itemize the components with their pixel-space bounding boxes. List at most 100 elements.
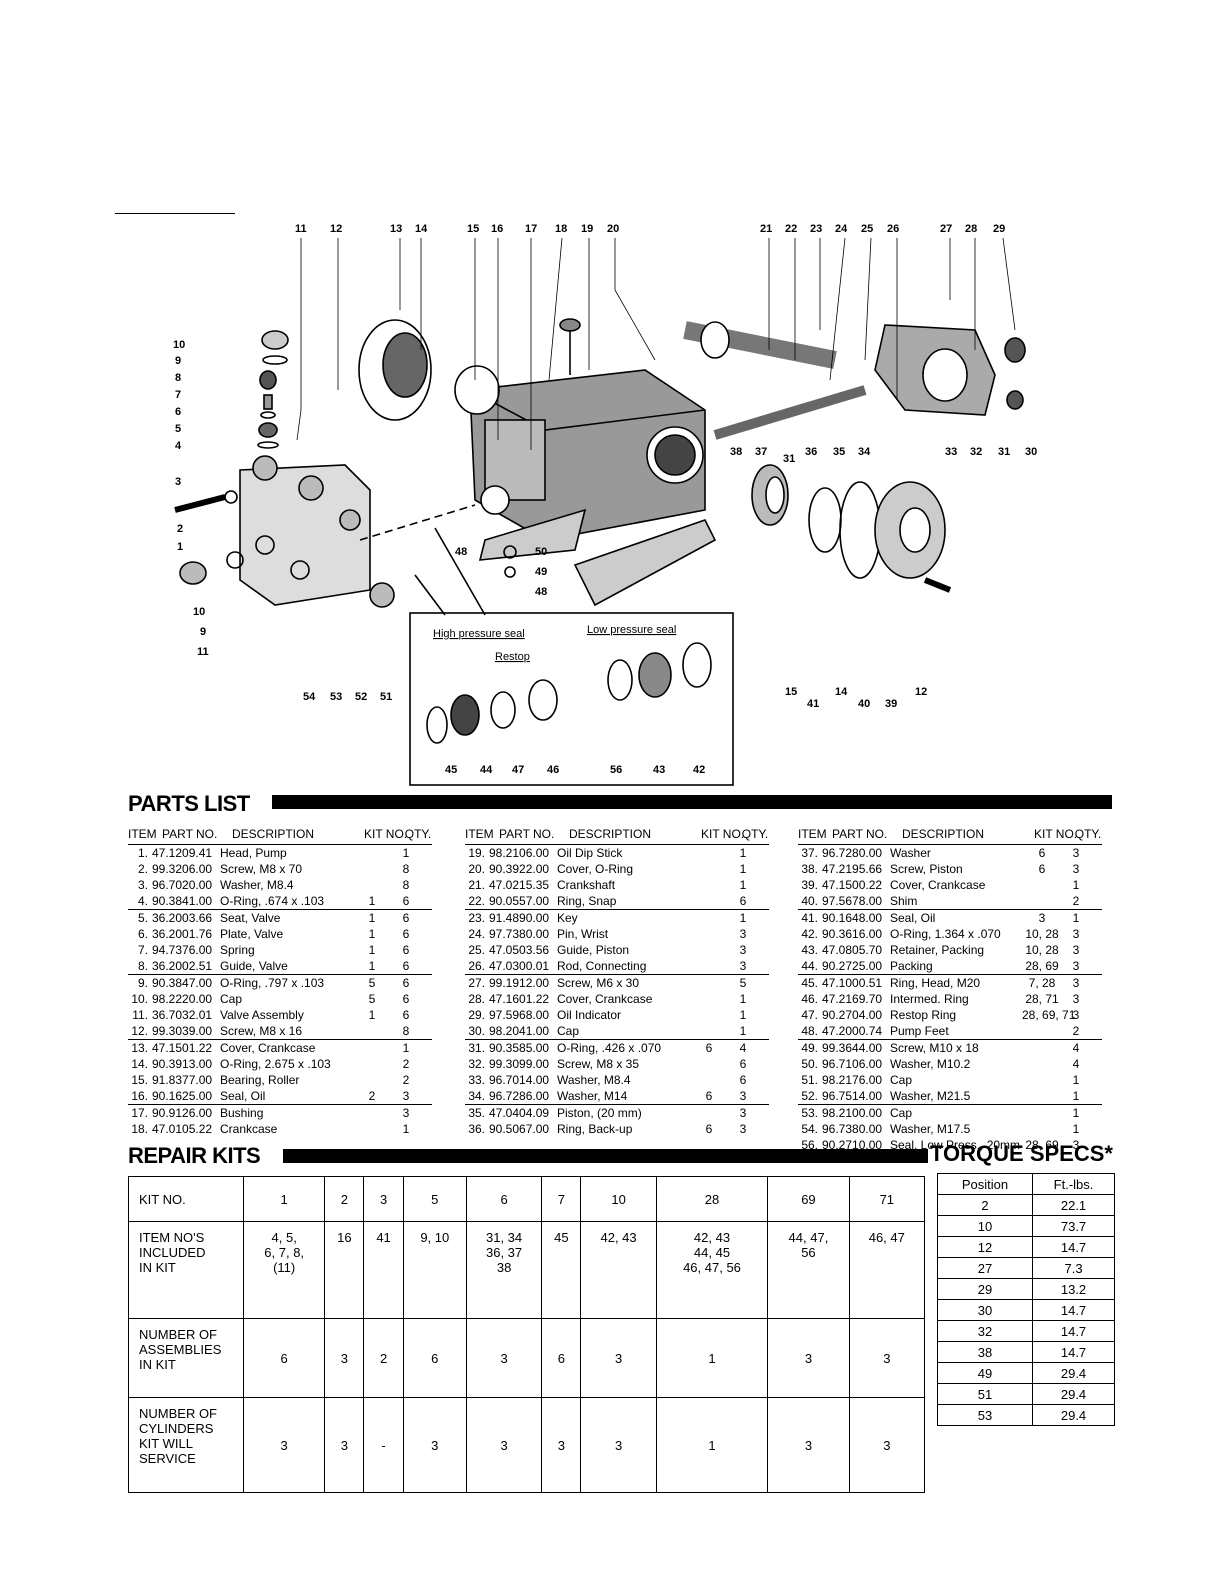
kits-cell: 3: [242, 1397, 326, 1493]
torque-cell: 2: [936, 1194, 1034, 1216]
parts-cell: Key: [557, 911, 578, 925]
parts-cell: [689, 1007, 729, 1023]
kit-number: 6: [465, 1176, 543, 1222]
parts-cell: Washer, M17.5: [890, 1122, 971, 1136]
callout-23: 23: [810, 223, 822, 235]
callout-9: 9: [175, 355, 181, 367]
parts-cell: Pump Feet: [890, 1024, 949, 1038]
torque-cell: 38: [936, 1341, 1034, 1363]
parts-cell: 1: [368, 927, 376, 941]
callout-10: 10: [173, 339, 185, 351]
parts-cell: Bearing, Roller: [220, 1073, 300, 1087]
kits-cell: 46, 47: [848, 1221, 926, 1319]
parts-cell: 14.: [131, 1057, 148, 1071]
parts-cell: 7, 28: [1028, 976, 1056, 990]
parts-cell: Packing: [890, 959, 933, 973]
kit-number: 69: [767, 1176, 850, 1222]
kit-number: 1: [242, 1176, 326, 1222]
parts-cell: Screw, M8 x 16: [220, 1024, 303, 1038]
callout-54: 54: [303, 691, 316, 703]
kits-cell: 6: [541, 1318, 582, 1398]
torque-cell: 29.4: [1032, 1362, 1115, 1384]
parts-cell: 1: [368, 943, 376, 957]
parts-cell: 47.0105.22: [152, 1122, 213, 1136]
callout-32: 32: [970, 446, 982, 458]
callout-26: 26: [887, 223, 899, 235]
torque-cell: 22.1: [1032, 1194, 1115, 1216]
parts-cell: Oil Indicator: [557, 1008, 622, 1022]
parts-cell: 3: [1038, 911, 1046, 925]
parts-cell: 27.: [468, 976, 485, 990]
parts-cell: 90.3841.00: [152, 894, 213, 908]
parts-cell: 3: [1072, 1138, 1080, 1152]
parts-cell: 18.: [131, 1122, 148, 1136]
parts-cell: [689, 893, 729, 909]
callout-24: 24: [835, 223, 848, 235]
parts-cell: 4: [739, 1041, 747, 1055]
parts-cell: 28, 69, 71: [1022, 1008, 1076, 1022]
torque-cell: 27: [936, 1257, 1034, 1279]
parts-cell: Restop Ring: [890, 1008, 957, 1022]
callout-17: 17: [525, 223, 537, 235]
parts-cell: 1: [402, 846, 410, 860]
kit-number: 5: [402, 1176, 467, 1222]
parts-cell: 41.: [801, 911, 818, 925]
parts-cell: Seal, Oil: [220, 1089, 266, 1103]
parts-cell: 11.: [132, 1008, 148, 1022]
parts-cell: Guide, Piston: [557, 943, 630, 957]
parts-cell: 96.7380.00: [822, 1122, 883, 1136]
callout-40: 40: [858, 698, 870, 710]
parts-cell: 36.7032.01: [152, 1008, 213, 1022]
parts-cell: [689, 1105, 729, 1121]
parts-cell: 10, 28: [1025, 943, 1059, 957]
parts-cell: 1: [368, 959, 376, 973]
parts-cell: 90.2725.00: [822, 959, 883, 973]
parts-list-title: PARTS LIST: [128, 791, 250, 816]
callout-43: 43: [653, 764, 665, 776]
parts-cell: Bushing: [220, 1106, 264, 1120]
callout-45: 45: [445, 764, 457, 776]
parts-cell: 36.2003.66: [152, 911, 213, 925]
parts-cell: 47.1601.22: [489, 992, 550, 1006]
parts-cell: [352, 1056, 392, 1072]
parts-cell: 2: [1072, 1024, 1080, 1038]
parts-cell: Cover, Crankcase: [220, 1041, 316, 1055]
parts-cell: 26.: [468, 959, 485, 973]
parts-cell: 3: [1072, 943, 1080, 957]
parts-cell: Washer: [890, 846, 931, 860]
parts-cell: 3: [739, 1106, 747, 1120]
parts-cell: 8: [402, 878, 410, 892]
parts-cell: 97.5678.00: [822, 894, 883, 908]
parts-cell: Rod, Connecting: [557, 959, 647, 973]
parts-cell: 2: [402, 1073, 410, 1087]
repair-kits-bar: [283, 1149, 928, 1163]
parts-cell: 90.3616.00: [822, 927, 883, 941]
torque-header: Ft.-lbs.: [1032, 1173, 1115, 1195]
top-rule: [115, 213, 235, 214]
torque-cell: 73.7: [1032, 1215, 1115, 1237]
parts-cell: 3: [1072, 927, 1080, 941]
parts-cell: [689, 910, 729, 926]
header-cell: QTY.: [404, 827, 432, 841]
